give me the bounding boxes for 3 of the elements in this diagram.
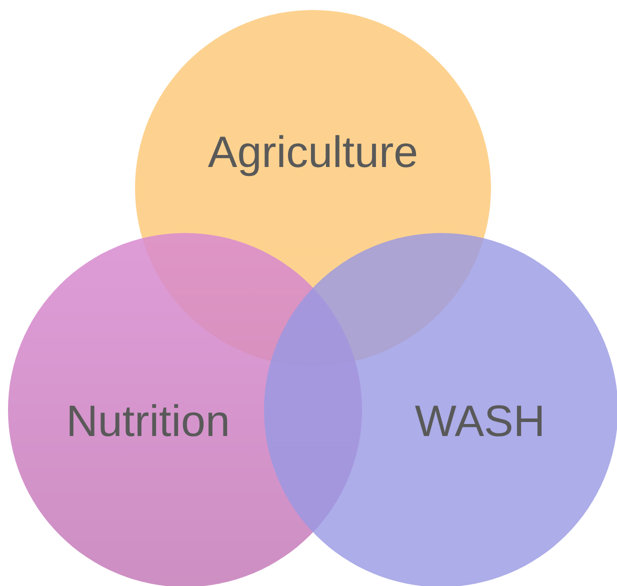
circle-label: WASH	[414, 397, 546, 447]
circle-label: Nutrition	[66, 397, 230, 447]
circle-label: Agriculture	[208, 128, 418, 178]
